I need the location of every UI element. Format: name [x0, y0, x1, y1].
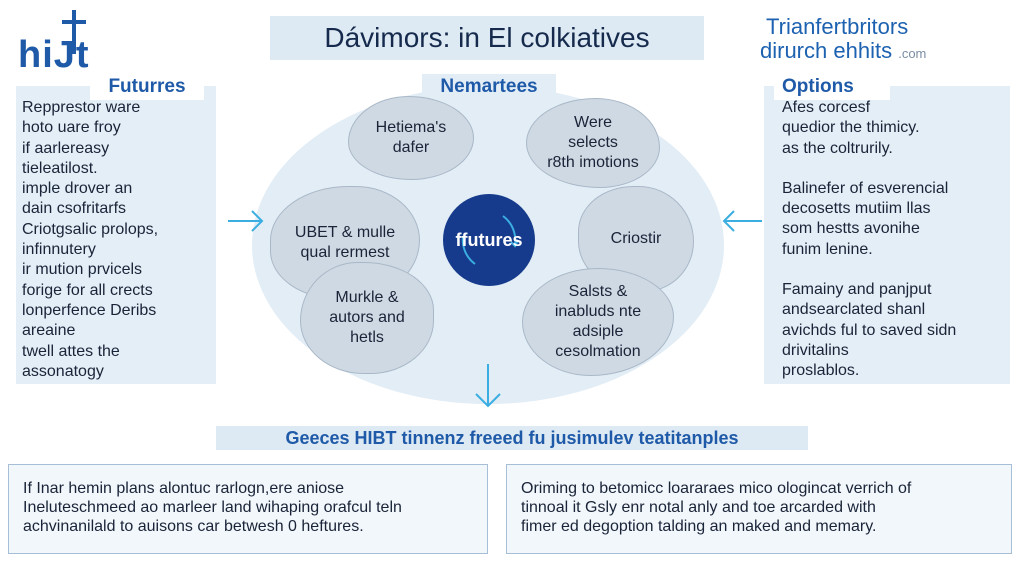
options-line: quedior the thimicy.	[782, 119, 920, 137]
futures-line: if aarlereasy	[22, 139, 110, 157]
node-line: inabluds nte	[554, 303, 642, 320]
options-line: funim lenine.	[782, 240, 873, 258]
node-line: r8th imotions	[547, 154, 639, 171]
options-line: as the coltrurily.	[782, 139, 893, 157]
node-line: dafer	[392, 139, 430, 156]
summary-banner-text: Geeces HIBT tinnenz freeed fu jusimulev …	[285, 427, 739, 448]
options-line: drivitalins	[782, 341, 849, 359]
node-line: Hetiema's	[375, 119, 447, 136]
bottom-left-box: If Inar hemin plans alontuc rarlogn,ere …	[8, 464, 488, 554]
futures-line: lonperfence Deribs	[22, 301, 157, 319]
top-right-line-2: dirurch ehhits .com	[760, 38, 926, 64]
options-line: Famainy and panjput	[782, 281, 932, 299]
options-line: andsearclated shanl	[782, 301, 926, 319]
futures-text: Repprestor ware hoto uare froy if aarler…	[22, 98, 212, 382]
options-line: som hestts avonihe	[782, 220, 920, 238]
node-line: cesolmation	[555, 343, 641, 360]
top-right-suffix: .com	[898, 46, 927, 61]
diagram-node: Were selects r8th imotions	[526, 98, 660, 188]
node-line: Murkle &	[335, 289, 399, 306]
arrow-right-icon	[226, 206, 266, 236]
logo-cross-bar	[62, 20, 86, 24]
diagram-node: Hetiema's dafer	[348, 96, 474, 180]
top-right-line-1: Trianfertbritors	[766, 14, 909, 39]
futures-line: ir mution prvicels	[22, 261, 143, 279]
top-right-line-2-text: dirurch ehhits	[760, 38, 893, 63]
options-line: avichds ful to saved sidn	[782, 321, 957, 339]
bottom-right-line: Oriming to betomicc loararaes mico ologi…	[521, 480, 912, 497]
options-panel	[764, 86, 1010, 384]
bottom-left-line: achvinanilald to auisons car betwesh 0 h…	[23, 518, 364, 535]
node-line: adsiple	[572, 323, 624, 340]
logo-cross-icon	[72, 10, 76, 54]
diagram-node: Salsts & inabluds nte adsiple cesolmatio…	[522, 268, 674, 376]
options-heading: Options	[774, 74, 890, 100]
futures-line: hoto uare froy	[22, 119, 121, 137]
futures-line: tieleatilost.	[22, 159, 98, 177]
node-line: Salsts &	[568, 283, 628, 300]
futures-line: twell attes the	[22, 342, 120, 360]
options-text: Afes corcesf quedior the thimicy. as the…	[782, 98, 1004, 382]
options-line: proslablos.	[782, 362, 860, 380]
futures-line: assonatogy	[22, 362, 104, 380]
page-title-text: Dávimors: in El colkiatives	[324, 22, 650, 53]
node-line: UBET & mulle	[294, 224, 396, 241]
bottom-right-line: tinnoal it Gsly enr notal anly and toe a…	[521, 499, 876, 516]
futures-line: dain csofritarfs	[22, 200, 127, 218]
futures-line: Repprestor ware	[22, 99, 141, 116]
logo: hiJt	[10, 6, 100, 76]
arrow-down-icon	[468, 362, 508, 410]
node-line: autors and	[329, 309, 405, 326]
options-gap	[782, 159, 1004, 179]
hub-node: ffutures	[443, 194, 535, 286]
futures-line: Criotgsalic prolops,	[22, 220, 159, 238]
options-gap	[782, 260, 1004, 280]
summary-banner: Geeces HIBT tinnenz freeed fu jusimulev …	[216, 426, 808, 450]
bottom-left-line: If Inar hemin plans alontuc rarlogn,ere …	[23, 480, 345, 497]
futures-line: infinnutery	[22, 241, 96, 259]
futures-panel	[16, 86, 216, 384]
options-line: decosetts mutiim llas	[782, 200, 931, 218]
page-title: Dávimors: in El colkiatives	[270, 16, 704, 60]
futures-heading: Futurres	[90, 74, 204, 100]
logo-text: hiJt	[18, 34, 90, 76]
futures-line: areaine	[22, 322, 76, 340]
center-heading: Nemartees	[422, 74, 556, 100]
node-line: Criostir	[610, 230, 662, 247]
circular-arrow-icon	[461, 215, 519, 265]
futures-line: imple drover an	[22, 180, 133, 198]
hub-label: ffutures	[455, 229, 523, 250]
bottom-left-line: Ineluteschmeed ao marleer land wihaping …	[23, 499, 402, 516]
node-line: Were	[574, 114, 612, 131]
options-line: Balinefer of esverencial	[782, 179, 949, 197]
node-line: selects	[568, 134, 618, 151]
arrow-left-icon	[720, 206, 764, 236]
futures-line: forige for all crects	[22, 281, 153, 299]
node-line: hetls	[350, 329, 384, 346]
options-line: Afes corcesf	[782, 99, 871, 116]
diagram-node: Murkle & autors and hetls	[300, 262, 434, 374]
bottom-right-box: Oriming to betomicc loararaes mico ologi…	[506, 464, 1012, 554]
bottom-right-line: fimer ed degoption talding an maked and …	[521, 518, 877, 535]
node-line: qual rermest	[300, 244, 390, 261]
